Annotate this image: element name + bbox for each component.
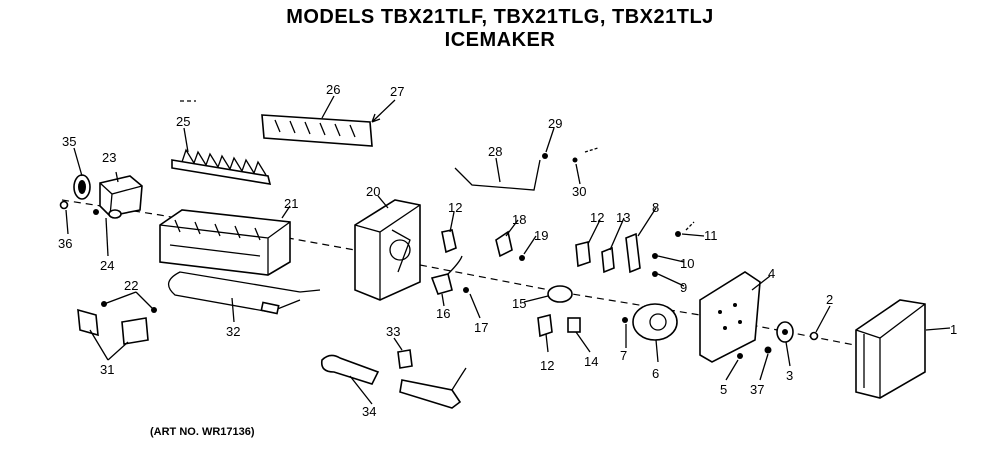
callout-10: 10 <box>680 256 694 271</box>
callout-22: 22 <box>124 278 138 293</box>
part-7-screw <box>622 317 628 323</box>
callout-8: 8 <box>652 200 659 215</box>
part-27-pointer <box>371 99 396 123</box>
part-36-washer <box>59 200 69 210</box>
callout-5: 5 <box>720 382 727 397</box>
diagram-title: MODELS TBX21TLF, TBX21TLG, TBX21TLJ <box>286 6 714 28</box>
callout-12-mid: 12 <box>590 210 604 225</box>
callout-19: 19 <box>534 228 548 243</box>
callout-14: 14 <box>584 354 598 369</box>
callout-17: 17 <box>474 320 488 335</box>
part-24-clip <box>108 209 122 219</box>
part-1-cover <box>855 299 926 399</box>
callout-9: 9 <box>680 280 687 295</box>
part-26-rake <box>261 114 373 147</box>
part-33-clamp <box>397 349 413 369</box>
part-6-motor <box>632 303 678 341</box>
callout-34: 34 <box>362 404 376 419</box>
part-31-bracket-left <box>77 308 99 337</box>
callout-24: 24 <box>100 258 114 273</box>
callout-12-lower: 12 <box>540 358 554 373</box>
part-14-block <box>567 317 581 333</box>
callout-20: 20 <box>366 184 380 199</box>
callout-27: 27 <box>390 84 404 99</box>
callout-35: 35 <box>62 134 76 149</box>
callout-21: 21 <box>284 196 298 211</box>
callout-11: 11 <box>704 228 718 243</box>
part-17-screw <box>463 287 469 293</box>
part-16-valve <box>430 255 463 295</box>
part-11-screw <box>675 231 681 237</box>
part-2-clip <box>809 331 819 341</box>
part-12-switch-mid <box>575 240 591 268</box>
art-number: (ART NO. WR17136) <box>150 426 255 438</box>
callout-36: 36 <box>58 236 72 251</box>
callout-26: 26 <box>326 82 340 97</box>
part-37-screw <box>764 346 772 354</box>
part-5-screw <box>737 353 743 359</box>
callout-2: 2 <box>826 292 833 307</box>
callout-37: 37 <box>750 382 764 397</box>
part-12-switch-upper <box>441 229 457 254</box>
part-32-heater-cable <box>168 271 321 315</box>
callout-6: 6 <box>652 366 659 381</box>
callout-12-upper: 12 <box>448 200 462 215</box>
part-20-housing <box>354 199 421 301</box>
part-3-gear <box>776 321 794 343</box>
part-24-screw <box>93 209 99 215</box>
callout-30: 30 <box>572 184 586 199</box>
leader-lines <box>65 95 951 405</box>
part-4-plate <box>699 271 761 363</box>
callout-31: 31 <box>100 362 114 377</box>
part-19-screw <box>519 255 525 261</box>
callout-23: 23 <box>102 150 116 165</box>
part-34-fill-tube <box>320 354 467 409</box>
diagram-subtitle: ICEMAKER <box>444 29 556 51</box>
callout-28: 28 <box>488 144 502 159</box>
callout-7: 7 <box>620 348 627 363</box>
part-13-insulator <box>601 246 615 274</box>
part-15-cam <box>547 285 573 303</box>
part-23-box <box>99 175 143 217</box>
callout-18: 18 <box>512 212 526 227</box>
callout-33: 33 <box>386 324 400 339</box>
part-8-thermostat <box>625 232 641 274</box>
part-30-clip <box>572 157 578 163</box>
part-35-ring <box>73 174 91 200</box>
part-28-arm <box>454 159 541 191</box>
part-18-lever <box>495 230 513 258</box>
part-29-pin <box>542 153 548 159</box>
callout-13: 13 <box>616 210 630 225</box>
part-25-ejector <box>171 148 272 185</box>
callout-3: 3 <box>786 368 793 383</box>
callout-32: 32 <box>226 324 240 339</box>
part-21-ice-mold <box>159 209 291 276</box>
callout-16: 16 <box>436 306 450 321</box>
part-10-screw <box>652 253 658 259</box>
callout-15: 15 <box>512 296 526 311</box>
callout-4: 4 <box>768 266 775 281</box>
part-12-switch-lower <box>537 314 553 338</box>
callout-29: 29 <box>548 116 562 131</box>
callout-1: 1 <box>950 322 957 337</box>
part-9-screw <box>652 271 658 277</box>
part-31-bracket-right <box>121 317 149 345</box>
callout-25: 25 <box>176 114 190 129</box>
